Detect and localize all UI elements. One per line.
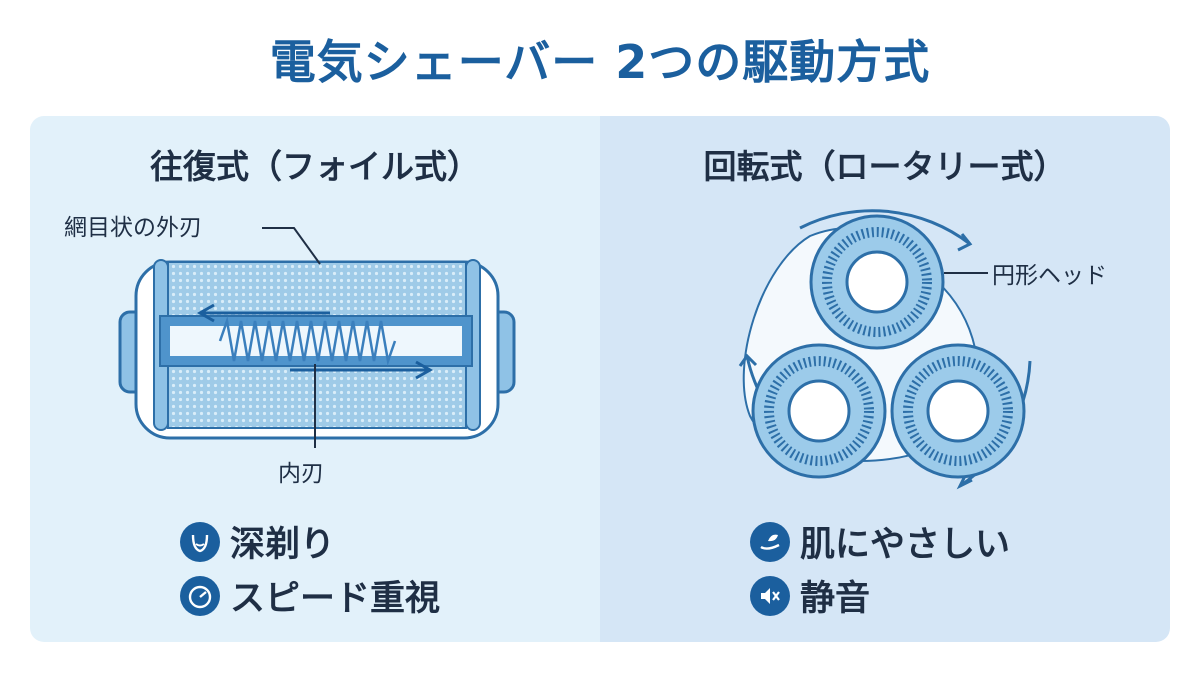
rotary-head-left xyxy=(751,343,887,479)
feature-quiet: 静音 xyxy=(750,570,870,621)
rotary-heading: 回転式（ロータリー式） xyxy=(703,147,1067,186)
page-title: 電気シェーバー 2つの駆動方式 xyxy=(269,35,931,89)
rotary-head-right xyxy=(890,343,1026,479)
feature-text: 深剃り xyxy=(230,525,336,565)
feature-text: 静音 xyxy=(800,579,871,619)
rotary-head-top xyxy=(809,214,945,350)
rotary-panel: 回転式（ロータリー式） 円形ヘッド xyxy=(600,116,1170,642)
feature-text: スピード重視 xyxy=(230,579,441,619)
mute-icon xyxy=(750,575,790,616)
inner-blade-label: 内刃 xyxy=(278,461,324,487)
foil-heading: 往復式（フォイル式） xyxy=(150,147,480,186)
round-head-label: 円形ヘッド xyxy=(992,263,1107,289)
speedometer-icon xyxy=(180,575,220,616)
feature-speed: スピード重視 xyxy=(180,570,440,621)
feature-gentle: 肌にやさしい xyxy=(750,516,1010,567)
foil-panel: 往復式（フォイル式） 網目状の外刃 内刃 xyxy=(30,116,600,642)
hand-leaf-icon xyxy=(750,521,790,562)
feature-close-shave: 深剃り xyxy=(180,516,335,567)
feature-text: 肌にやさしい xyxy=(800,525,1011,565)
foil-shaver-illustration xyxy=(118,227,516,448)
rotary-shaver-illustration xyxy=(738,209,1032,490)
face-icon xyxy=(180,521,220,562)
outer-blade-label: 網目状の外刃 xyxy=(64,215,202,241)
